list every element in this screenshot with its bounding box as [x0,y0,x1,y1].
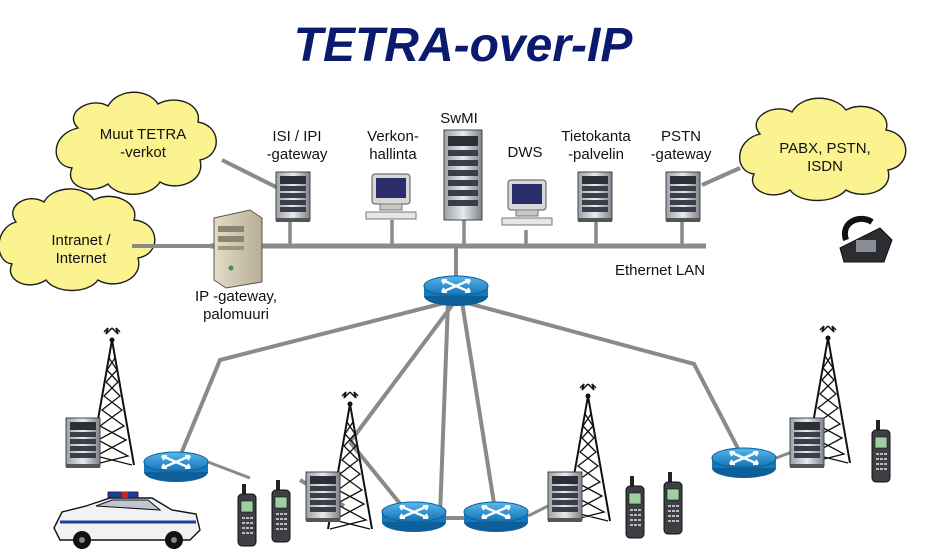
label-swmi: SwMI [440,110,478,127]
server-icon [213,209,263,289]
server-icon [275,171,311,223]
cloud-label-other-tetra-networks: Muut TETRA -verkot [99,126,187,161]
router-icon [380,500,448,534]
handset-icon [271,479,291,543]
server-icon [547,471,583,523]
handset-icon [871,419,891,483]
server-icon [305,471,341,523]
router-icon [422,274,490,308]
police-car-icon [53,491,201,549]
label-ethernet-lan: Ethernet LAN [614,262,706,279]
cloud-icon [0,188,156,292]
cloud-icon [55,91,217,195]
server-icon [65,417,101,469]
handset-icon [625,475,645,539]
label-database-server: Tietokanta -palvelin [561,128,631,163]
label-network-management: Verkon- hallinta [367,128,419,163]
server-icon [577,171,613,223]
desk-phone-icon [839,215,893,263]
label-pstn-gateway: PSTN -gateway [650,128,712,163]
server-icon [789,417,825,469]
label-dws: DWS [507,144,543,161]
workstation-icon [501,179,553,226]
router-icon [462,500,530,534]
cloud-label-pabx: PABX, PSTN, ISDN [779,140,871,175]
workstation-icon [365,173,417,220]
router-icon [710,446,778,480]
diagram-title: TETRA-over-IP [293,19,633,72]
router-icon [142,450,210,484]
handset-icon [237,483,257,547]
server-icon [443,129,483,221]
label-isi-gateway: ISI / IPI -gateway [266,128,328,163]
cloud-label-intranet: Intranet / Internet [51,232,111,267]
server-icon [665,171,701,223]
cloud-icon [739,97,907,202]
handset-icon [663,471,683,535]
label-ip-gateway-firewall: IP -gateway, palomuuri [195,288,277,323]
